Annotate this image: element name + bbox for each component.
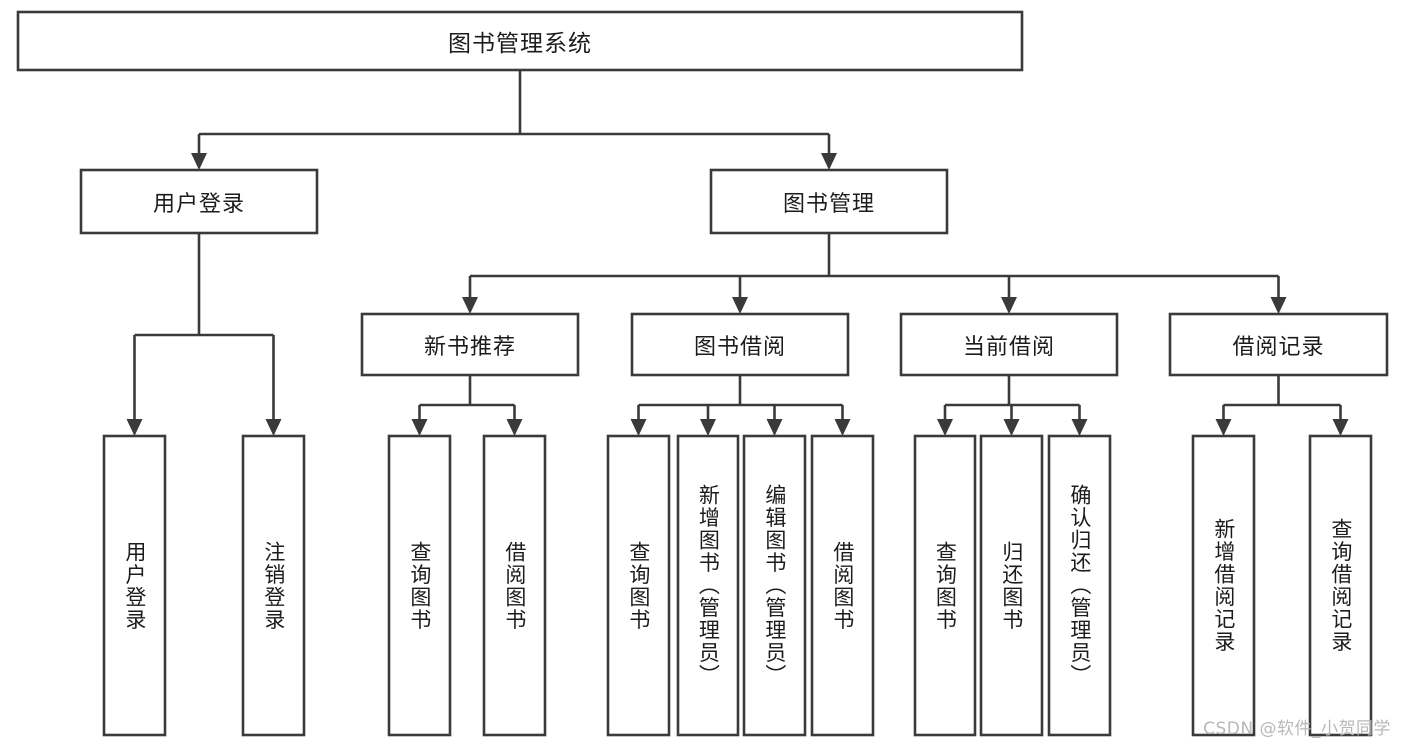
arrow-head-icon bbox=[411, 419, 428, 436]
arrow-head-icon bbox=[1001, 297, 1017, 314]
node-box-leaf-confirm-return[interactable] bbox=[1047, 434, 1112, 737]
node-box-leaf-add-record[interactable] bbox=[1191, 434, 1256, 737]
arrow-head-icon bbox=[700, 419, 716, 436]
connector-lines-group bbox=[126, 70, 1349, 436]
node-box-leaf-query-record[interactable] bbox=[1308, 434, 1373, 737]
node-box-book-manage[interactable] bbox=[709, 168, 949, 235]
node-box-new-book-rec[interactable] bbox=[360, 312, 580, 377]
node-box-leaf-borrow-book-1[interactable] bbox=[482, 434, 547, 737]
node-boxes-group bbox=[16, 10, 1389, 737]
arrow-head-icon bbox=[1215, 419, 1232, 436]
node-box-leaf-user-logout[interactable] bbox=[241, 434, 306, 737]
arrow-head-icon bbox=[1071, 419, 1088, 436]
arrow-head-icon bbox=[630, 419, 647, 436]
arrow-head-icon bbox=[1270, 297, 1287, 314]
arrow-head-icon bbox=[462, 297, 478, 314]
node-box-leaf-query-book-3[interactable] bbox=[913, 434, 977, 737]
arrow-head-icon bbox=[506, 419, 523, 436]
arrow-head-icon bbox=[766, 419, 783, 436]
node-box-user-login[interactable] bbox=[79, 168, 319, 235]
arrow-head-icon bbox=[265, 419, 282, 436]
node-box-leaf-query-book-1[interactable] bbox=[387, 434, 452, 737]
node-box-borrow-record[interactable] bbox=[1168, 312, 1389, 377]
watermark-text: CSDN @软件_小贺同学 bbox=[1203, 719, 1391, 739]
node-box-leaf-query-book-2[interactable] bbox=[606, 434, 671, 737]
arrow-head-icon bbox=[1003, 419, 1020, 436]
node-box-leaf-edit-book[interactable] bbox=[742, 434, 807, 737]
arrow-head-icon bbox=[834, 419, 851, 436]
arrow-head-icon bbox=[1332, 419, 1349, 436]
arrow-head-icon bbox=[821, 153, 837, 170]
arrow-head-icon bbox=[191, 153, 207, 170]
node-box-leaf-return-book[interactable] bbox=[979, 434, 1044, 737]
node-box-root[interactable] bbox=[16, 10, 1024, 72]
node-box-leaf-user-login[interactable] bbox=[102, 434, 167, 737]
node-box-book-borrow[interactable] bbox=[630, 312, 850, 377]
arrow-head-icon bbox=[126, 419, 143, 436]
node-box-leaf-borrow-book-2[interactable] bbox=[810, 434, 875, 737]
arrow-head-icon bbox=[732, 297, 748, 314]
node-box-leaf-add-book[interactable] bbox=[676, 434, 740, 737]
arrow-head-icon bbox=[937, 419, 953, 436]
node-box-current-borrow[interactable] bbox=[899, 312, 1119, 377]
